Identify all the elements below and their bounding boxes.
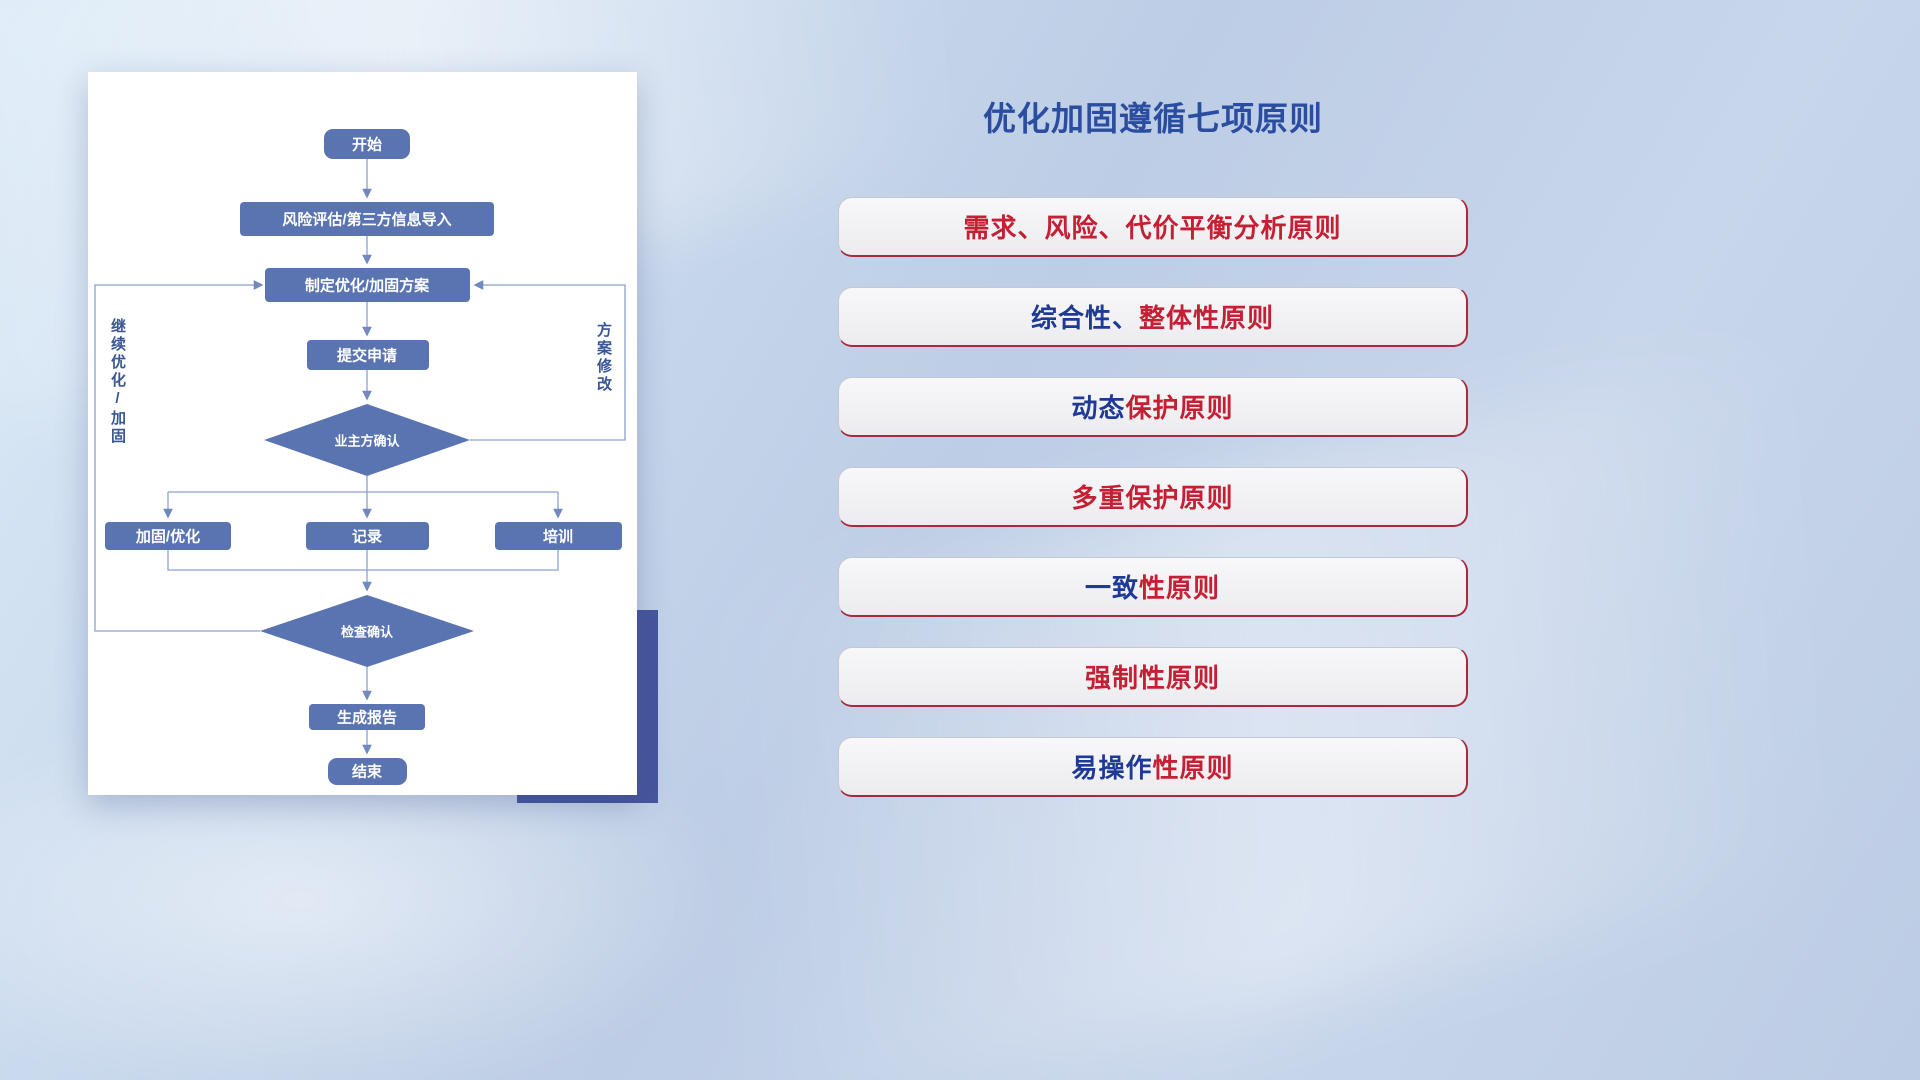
principle-text-red: 性原则 [1139, 573, 1221, 603]
principle-text-red: 多重保护原则 [1071, 483, 1234, 513]
principle-item-1: 需求、风险、代价平衡分析原则 [838, 197, 1468, 257]
principle-text-red: 性原则 [1152, 753, 1234, 783]
node-training [495, 522, 622, 550]
continue-loop [94, 280, 264, 632]
principle-item-2: 综合性、整体性原则 [838, 287, 1468, 347]
principle-text-red: 强制性原则 [1084, 663, 1220, 693]
flow-nodes: 开始 风险评估/第三方信息导入 制定优化/加固方案 提交申请 业主方确认 加固/… [105, 129, 622, 785]
node-report-label: 生成报告 [337, 709, 397, 727]
principle-text-blue: 综合性、 [1030, 303, 1139, 333]
node-end-label: 结束 [352, 763, 383, 781]
node-owner-confirm [264, 404, 470, 476]
principle-item-4: 多重保护原则 [838, 467, 1468, 527]
node-record [306, 522, 429, 550]
flow-connectors [94, 159, 626, 755]
principle-text-blue: 易操作 [1071, 753, 1153, 783]
principle-text-blue: 一致 [1084, 573, 1139, 603]
principle-item-7: 易操作性原则 [838, 737, 1468, 797]
node-owner-confirm-label: 业主方确认 [334, 434, 400, 449]
principles-panel: 优化加固遵循七项原则 需求、风险、代价平衡分析原则 综合性、整体性原则 动态保护… [838, 92, 1468, 797]
principle-item-3: 动态保护原则 [838, 377, 1468, 437]
flowchart: 开始 风险评估/第三方信息导入 制定优化/加固方案 提交申请 业主方确认 加固/… [94, 129, 626, 785]
principles-list: 需求、风险、代价平衡分析原则 综合性、整体性原则 动态保护原则 多重保护原则 一… [838, 197, 1468, 827]
node-check-confirm-label: 检查确认 [341, 625, 394, 640]
principle-text-red: 需求、风险、代价平衡分析原则 [963, 213, 1342, 243]
loop-label-plan-revise: 方案修改 [595, 322, 612, 394]
node-start [324, 129, 410, 159]
node-reinforce [105, 522, 231, 550]
principle-item-5: 一致性原则 [838, 557, 1468, 617]
node-start-label: 开始 [352, 136, 382, 154]
node-make-plan-label: 制定优化/加固方案 [305, 277, 430, 295]
principle-text-red: 整体性原则 [1139, 303, 1275, 333]
principle-text-blue: 动态 [1071, 393, 1126, 423]
node-submit-label: 提交申请 [337, 347, 397, 365]
node-reinforce-label: 加固/优化 [135, 528, 200, 546]
node-submit [307, 340, 429, 370]
node-report [309, 704, 425, 730]
flowchart-card: 开始 风险评估/第三方信息导入 制定优化/加固方案 提交申请 业主方确认 加固/… [88, 72, 637, 795]
node-make-plan [265, 268, 470, 302]
node-record-label: 记录 [352, 529, 382, 546]
node-risk-import [240, 202, 494, 236]
node-check-confirm [260, 595, 474, 667]
principle-item-6: 强制性原则 [838, 647, 1468, 707]
principle-text-red: 保护原则 [1125, 393, 1234, 423]
page-title: 优化加固遵循七项原则 [983, 100, 1323, 137]
node-risk-import-label: 风险评估/第三方信息导入 [282, 211, 451, 229]
plan-revise-loop [470, 280, 626, 441]
loop-label-continue-optimize: 继续优化/加固 [109, 318, 126, 446]
node-training-label: 培训 [543, 528, 573, 546]
node-end [328, 758, 407, 785]
